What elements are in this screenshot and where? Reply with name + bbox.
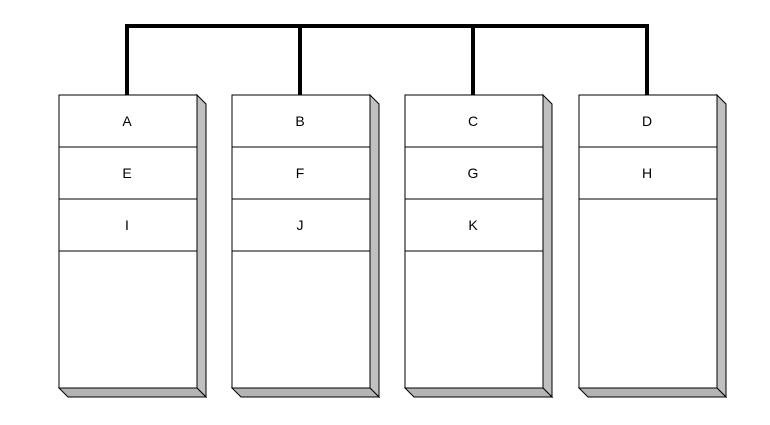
stack-box	[58, 94, 198, 389]
cell-label: C	[468, 113, 478, 129]
cell-label: A	[122, 113, 132, 129]
stack-column: A E I	[57, 93, 208, 399]
cell-label: G	[468, 165, 479, 181]
stack-shadow-side	[716, 93, 727, 399]
stack-shadow-side	[542, 93, 553, 399]
stack-column: C G K	[403, 93, 554, 399]
stack-shadow-bottom	[577, 387, 728, 398]
stack-shadow-bottom	[403, 387, 554, 398]
connector-bus	[125, 24, 649, 95]
cell-label: F	[296, 165, 305, 181]
stack-shadow-side	[369, 93, 380, 399]
stack-box	[404, 94, 544, 389]
stack-shadow-bottom	[230, 387, 381, 398]
stack-column: B F J	[230, 93, 381, 399]
stack-shadow-side	[196, 93, 207, 399]
cell-label: I	[125, 217, 129, 233]
cell-label: B	[295, 113, 304, 129]
cell-label: K	[468, 217, 478, 233]
connector-top-bar	[125, 24, 649, 95]
stack-shadow-bottom	[57, 387, 208, 398]
cell-label: D	[642, 113, 652, 129]
stack-box	[231, 94, 371, 389]
stack-column: DH	[577, 93, 728, 399]
cell-label: E	[122, 165, 131, 181]
cell-label: J	[297, 217, 304, 233]
cell-label: H	[642, 165, 652, 181]
stack-box	[578, 94, 718, 389]
